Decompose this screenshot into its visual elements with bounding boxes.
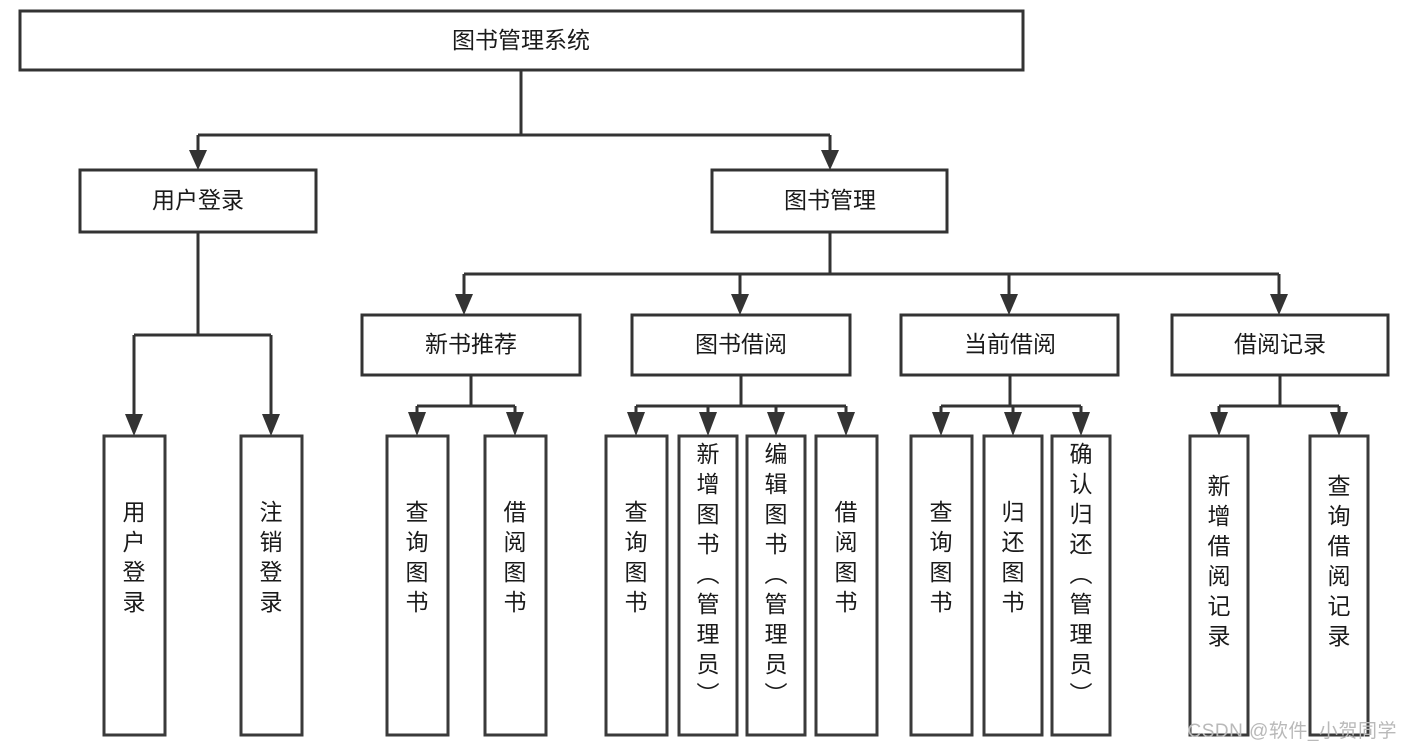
arrow-head-leaf-query-book-rec <box>408 412 426 436</box>
node-leaf-return-book-label: 归还图书 <box>1002 499 1025 615</box>
node-book-borrow-box[interactable] <box>630 313 852 377</box>
node-book-management-label: 图书管理 <box>784 187 876 213</box>
node-leaf-add-record-label: 新增借阅记录 <box>1208 473 1231 649</box>
node-leaf-edit-book-label: 编辑图书︵管理员︶ <box>765 441 788 707</box>
node-root-box[interactable] <box>18 9 1025 72</box>
arrow-head-borrow-record <box>1270 294 1288 315</box>
node-root[interactable]: 图书管理系统 <box>18 9 1025 72</box>
node-leaf-borrow-book-rec[interactable]: 借阅图书 <box>483 434 548 737</box>
node-leaf-add-record[interactable]: 新增借阅记录 <box>1188 434 1250 737</box>
arrow-head-leaf-logout <box>262 414 280 436</box>
node-leaf-add-record-box[interactable] <box>1188 434 1250 737</box>
node-leaf-query-book-rec[interactable]: 查询图书 <box>385 434 450 737</box>
arrow-head-leaf-user-login <box>125 414 143 436</box>
node-leaf-add-book-label: 新增图书︵管理员︶ <box>697 441 720 707</box>
arrow-head-leaf-borrow-book-rec <box>506 412 524 436</box>
node-current-borrow-label: 当前借阅 <box>964 331 1056 357</box>
arrow-head-leaf-add-book <box>699 412 717 436</box>
node-borrow-record[interactable]: 借阅记录 <box>1170 313 1390 377</box>
node-leaf-confirm-return-box[interactable] <box>1050 434 1112 737</box>
node-book-management-box[interactable] <box>710 168 949 234</box>
node-leaf-query-book-rec-box[interactable] <box>385 434 450 737</box>
node-user-login[interactable]: 用户登录 <box>78 168 318 234</box>
node-leaf-add-book[interactable]: 新增图书︵管理员︶ <box>677 434 739 737</box>
node-leaf-borrow-book-box[interactable] <box>814 434 879 737</box>
node-leaf-query-book-borrow-label: 查询图书 <box>625 499 648 615</box>
arrow-head-leaf-query-record <box>1330 412 1348 436</box>
node-new-book-recommend-box[interactable] <box>360 313 582 377</box>
arrow-head-book-management <box>821 150 839 170</box>
node-leaf-query-record-label: 查询借阅记录 <box>1328 473 1351 649</box>
node-leaf-borrow-book-rec-label: 借阅图书 <box>504 499 527 615</box>
node-current-borrow[interactable]: 当前借阅 <box>899 313 1120 377</box>
node-leaf-return-book-box[interactable] <box>982 434 1044 737</box>
node-leaf-borrow-book-rec-box[interactable] <box>483 434 548 737</box>
node-leaf-borrow-book[interactable]: 借阅图书 <box>814 434 879 737</box>
node-leaf-query-book-current-label: 查询图书 <box>930 499 953 615</box>
node-user-login-box[interactable] <box>78 168 318 234</box>
node-leaf-query-book-borrow-box[interactable] <box>604 434 669 737</box>
node-leaf-query-book-current-box[interactable] <box>909 434 974 737</box>
node-leaf-query-book-borrow[interactable]: 查询图书 <box>604 434 669 737</box>
node-leaf-logout-label: 注销登录 <box>260 499 283 615</box>
node-leaf-confirm-return-label: 确认归还︵管理员︶ <box>1070 441 1093 707</box>
node-new-book-recommend[interactable]: 新书推荐 <box>360 313 582 377</box>
node-borrow-record-label: 借阅记录 <box>1234 331 1326 357</box>
node-leaf-add-book-box[interactable] <box>677 434 739 737</box>
node-leaf-query-book-rec-label: 查询图书 <box>406 499 429 615</box>
arrow-head-leaf-query-book-current <box>932 412 950 436</box>
arrow-head-leaf-edit-book <box>767 412 785 436</box>
arrow-head-leaf-return-book <box>1004 412 1022 436</box>
node-leaf-confirm-return[interactable]: 确认归还︵管理员︶ <box>1050 434 1112 737</box>
node-leaf-edit-book[interactable]: 编辑图书︵管理员︶ <box>745 434 807 737</box>
arrow-head-leaf-borrow-book <box>837 412 855 436</box>
edge-layer <box>125 70 1348 436</box>
arrow-head-current-borrow <box>1000 294 1018 315</box>
node-book-management[interactable]: 图书管理 <box>710 168 949 234</box>
arrow-head-book-borrow <box>731 294 749 315</box>
csdn-watermark: CSDN @软件_小贺同学 <box>1187 721 1397 742</box>
node-leaf-logout-box[interactable] <box>239 434 304 737</box>
node-book-borrow[interactable]: 图书借阅 <box>630 313 852 377</box>
node-book-borrow-label: 图书借阅 <box>695 331 787 357</box>
node-root-label: 图书管理系统 <box>452 27 590 53</box>
node-new-book-recommend-label: 新书推荐 <box>425 331 517 357</box>
arrow-head-leaf-query-book-borrow <box>627 412 645 436</box>
arrow-head-leaf-confirm-return <box>1072 412 1090 436</box>
node-borrow-record-box[interactable] <box>1170 313 1390 377</box>
arrow-head-new-book-recommend <box>455 294 473 315</box>
node-current-borrow-box[interactable] <box>899 313 1120 377</box>
node-leaf-query-record-box[interactable] <box>1308 434 1370 737</box>
node-leaf-query-record[interactable]: 查询借阅记录 <box>1308 434 1370 737</box>
node-user-login-label: 用户登录 <box>152 187 244 213</box>
node-leaf-query-book-current[interactable]: 查询图书 <box>909 434 974 737</box>
node-leaf-user-login-box[interactable] <box>102 434 167 737</box>
node-leaf-user-login[interactable]: 用户登录 <box>102 434 167 737</box>
arrow-head-user-login <box>189 150 207 170</box>
arrow-head-leaf-add-record <box>1210 412 1228 436</box>
node-leaf-logout[interactable]: 注销登录 <box>239 434 304 737</box>
node-leaf-return-book[interactable]: 归还图书 <box>982 434 1044 737</box>
node-leaf-edit-book-box[interactable] <box>745 434 807 737</box>
node-leaf-user-login-label: 用户登录 <box>123 499 146 615</box>
node-leaf-borrow-book-label: 借阅图书 <box>835 499 858 615</box>
